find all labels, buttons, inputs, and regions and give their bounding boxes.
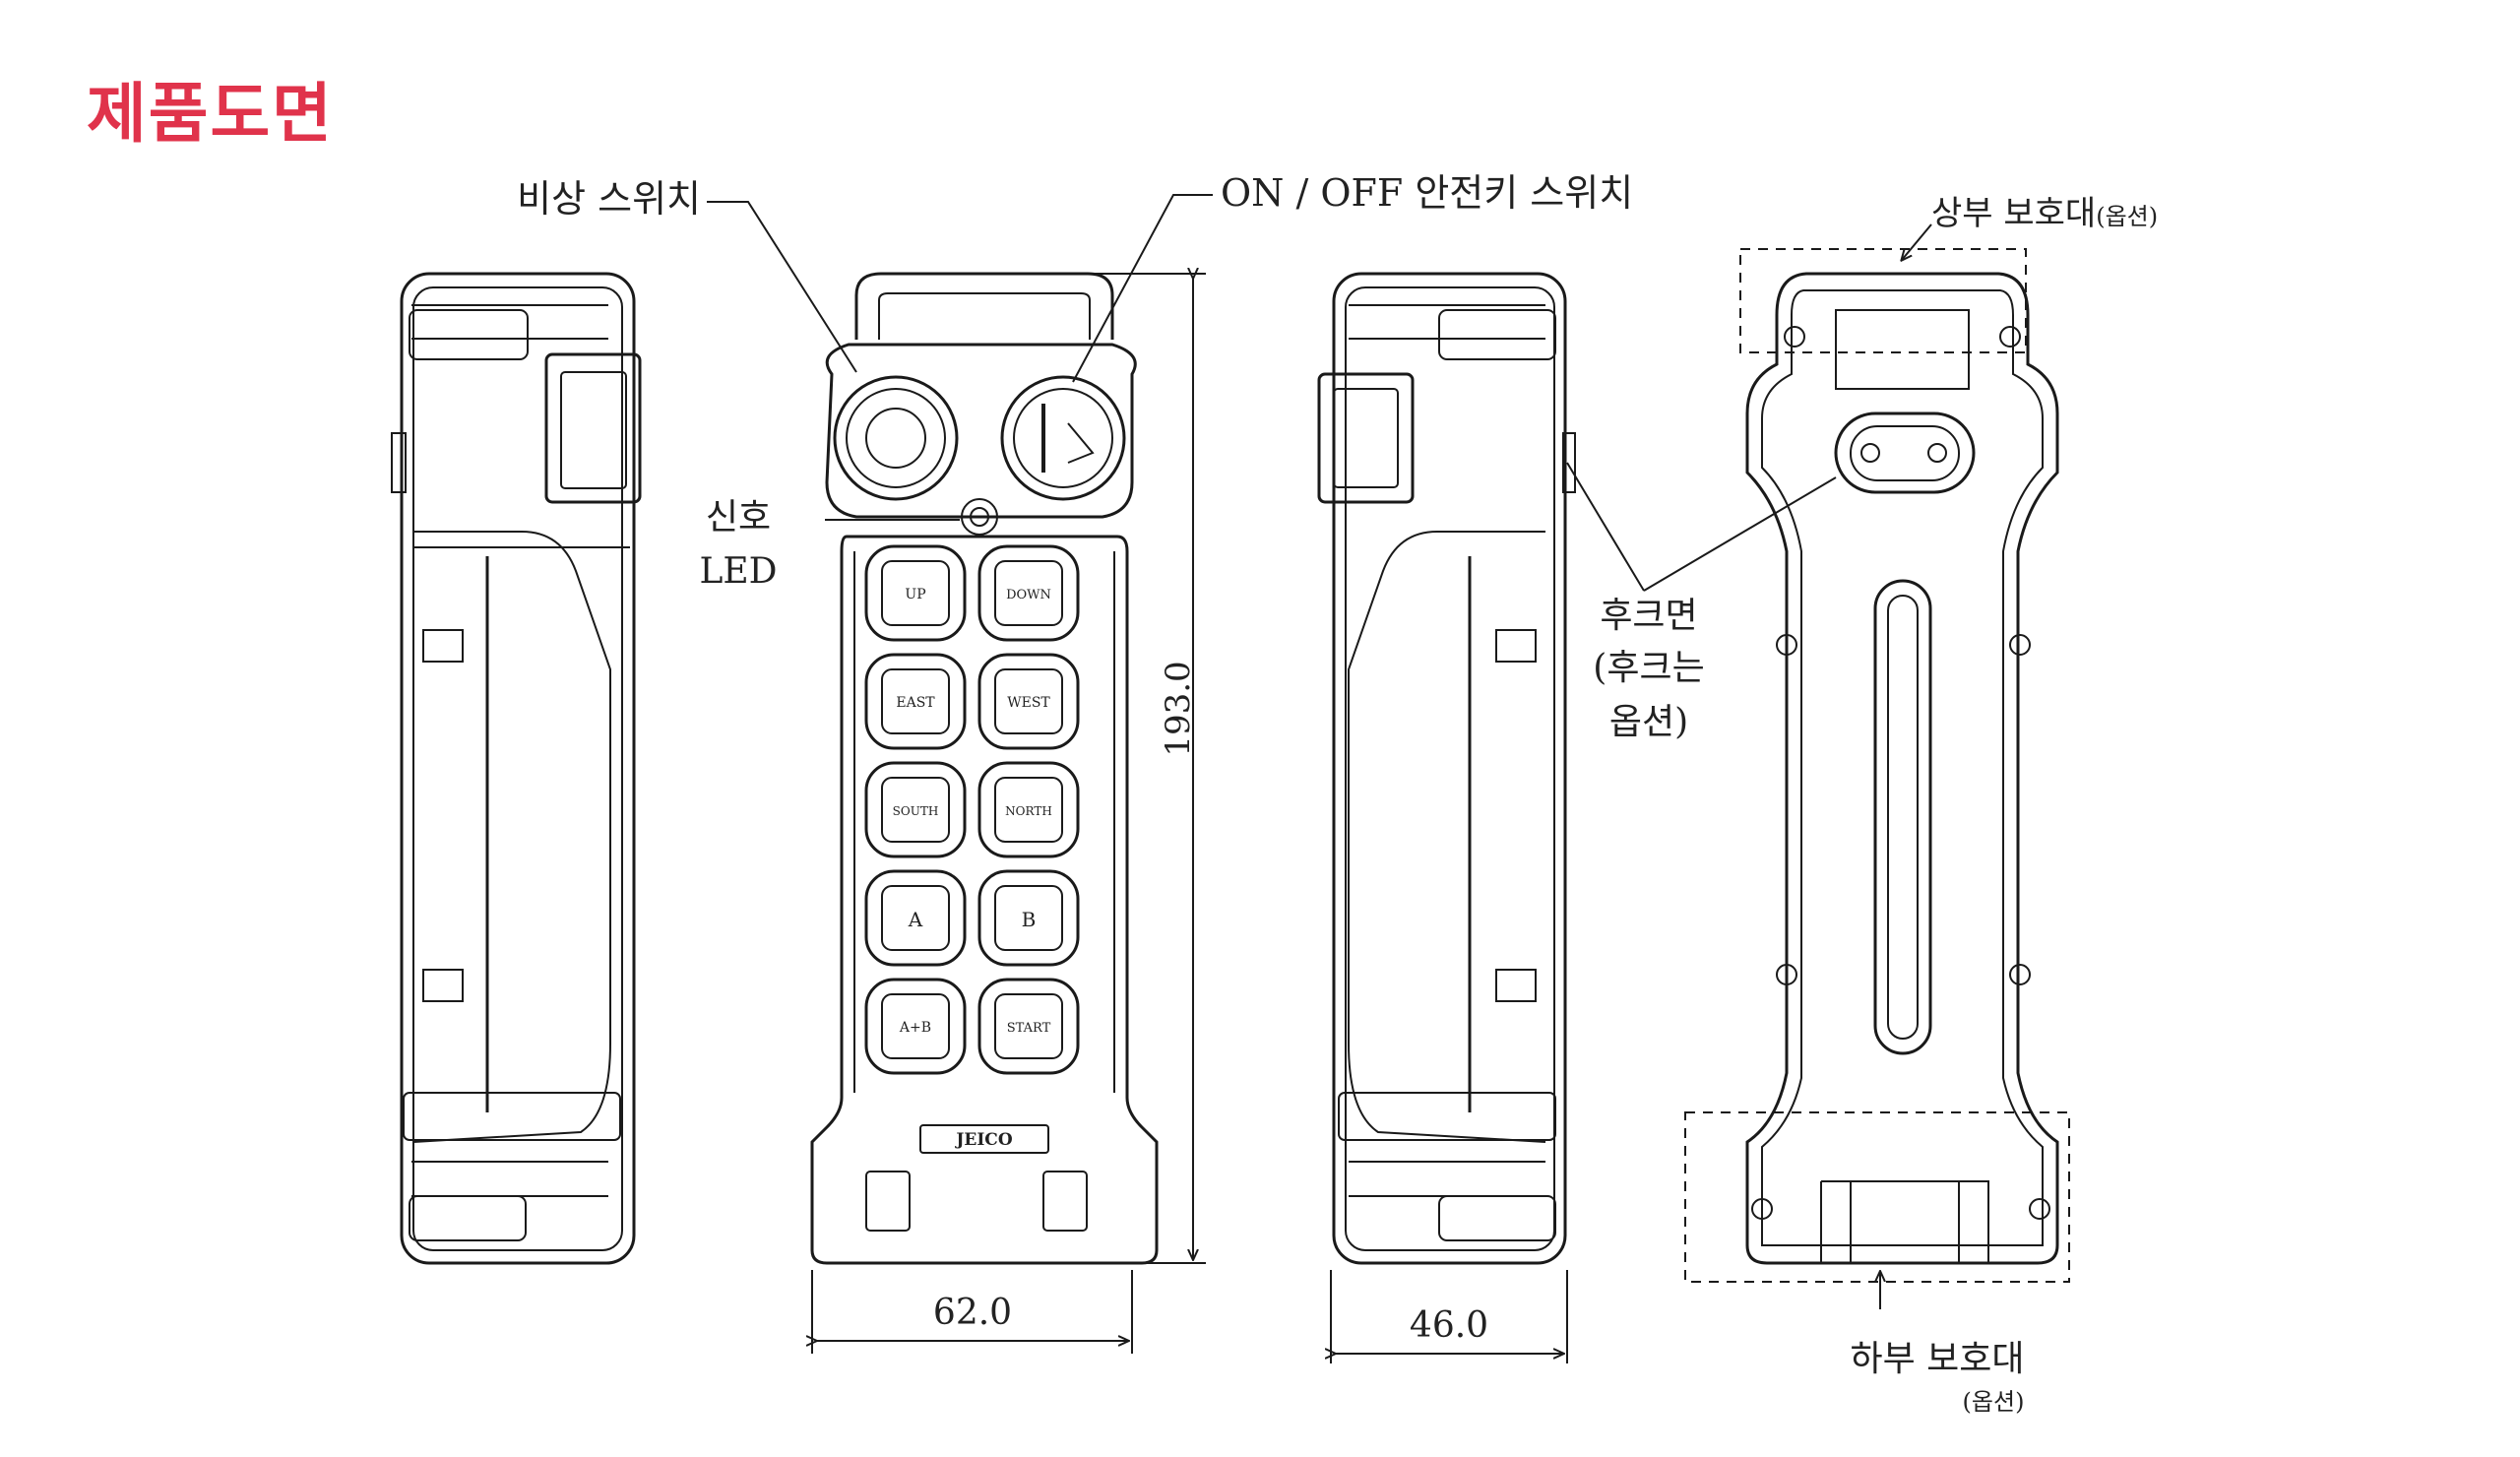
bottom-guard-outline	[1684, 1111, 2070, 1283]
hook-label-line1: 후크면	[1600, 596, 1697, 636]
button-label-down: DOWN	[1006, 588, 1051, 602]
side-width-dimension-label: 46.0	[1410, 1305, 1488, 1346]
button-label-up: UP	[905, 587, 925, 602]
dimension-side-width	[1331, 1270, 1568, 1363]
button-east: EAST	[864, 653, 967, 750]
bottom-guard-label: 하부 보호대	[1850, 1339, 2024, 1379]
leader-lines	[707, 194, 1932, 1309]
button-grid: UP DOWN EAST WEST SOUTH NORTH	[864, 544, 1080, 1075]
button-b: B	[977, 869, 1080, 967]
right-side-view	[1317, 272, 1576, 1265]
hook-label-line2: (후크는	[1593, 648, 1704, 688]
button-west: WEST	[977, 653, 1080, 750]
button-south: SOUTH	[864, 761, 967, 858]
top-guard-label: 상부 보호대(옵션)	[1931, 194, 2158, 233]
emergency-switch-label: 비상 스위치	[517, 177, 701, 221]
button-label-east: EAST	[896, 695, 935, 711]
button-label-a-plus-b: A+B	[899, 1020, 931, 1036]
button-label-north: NORTH	[1005, 804, 1052, 818]
front-width-dimension-label: 62.0	[933, 1293, 1012, 1333]
button-a: A	[864, 869, 967, 967]
bottom-guard-option-label: (옵션)	[1963, 1388, 2025, 1416]
led-label-line1: 신호	[706, 497, 771, 538]
button-north: NORTH	[977, 761, 1080, 858]
button-a-plus-b: A+B	[864, 978, 967, 1075]
left-side-view	[391, 272, 642, 1265]
button-label-south: SOUTH	[893, 804, 939, 818]
button-down: DOWN	[977, 544, 1080, 642]
page-title: 제품도면	[87, 76, 334, 152]
brand-label: JEICO	[954, 1130, 1012, 1150]
button-up: UP	[864, 544, 967, 642]
hook-label-line3: 옵션)	[1609, 702, 1688, 742]
key-switch-label: ON / OFF 안전키 스위치	[1221, 171, 1633, 215]
button-label-b: B	[1022, 908, 1037, 931]
led-label-line2: LED	[699, 551, 777, 592]
button-label-start: START	[1007, 1021, 1051, 1036]
top-guard-outline	[1739, 248, 2027, 353]
button-label-a: A	[908, 908, 923, 931]
top-guard-label-option: (옵션)	[2096, 203, 2158, 230]
button-start: START	[977, 978, 1080, 1075]
button-label-west: WEST	[1007, 695, 1050, 711]
dimension-front-width	[812, 1270, 1133, 1354]
front-view	[810, 272, 1159, 1265]
dimension-height	[1083, 274, 1206, 1264]
top-guard-label-main: 상부 보호대	[1931, 194, 2096, 233]
height-dimension-label: 193.0	[1159, 661, 1198, 756]
back-view	[1745, 272, 2059, 1265]
